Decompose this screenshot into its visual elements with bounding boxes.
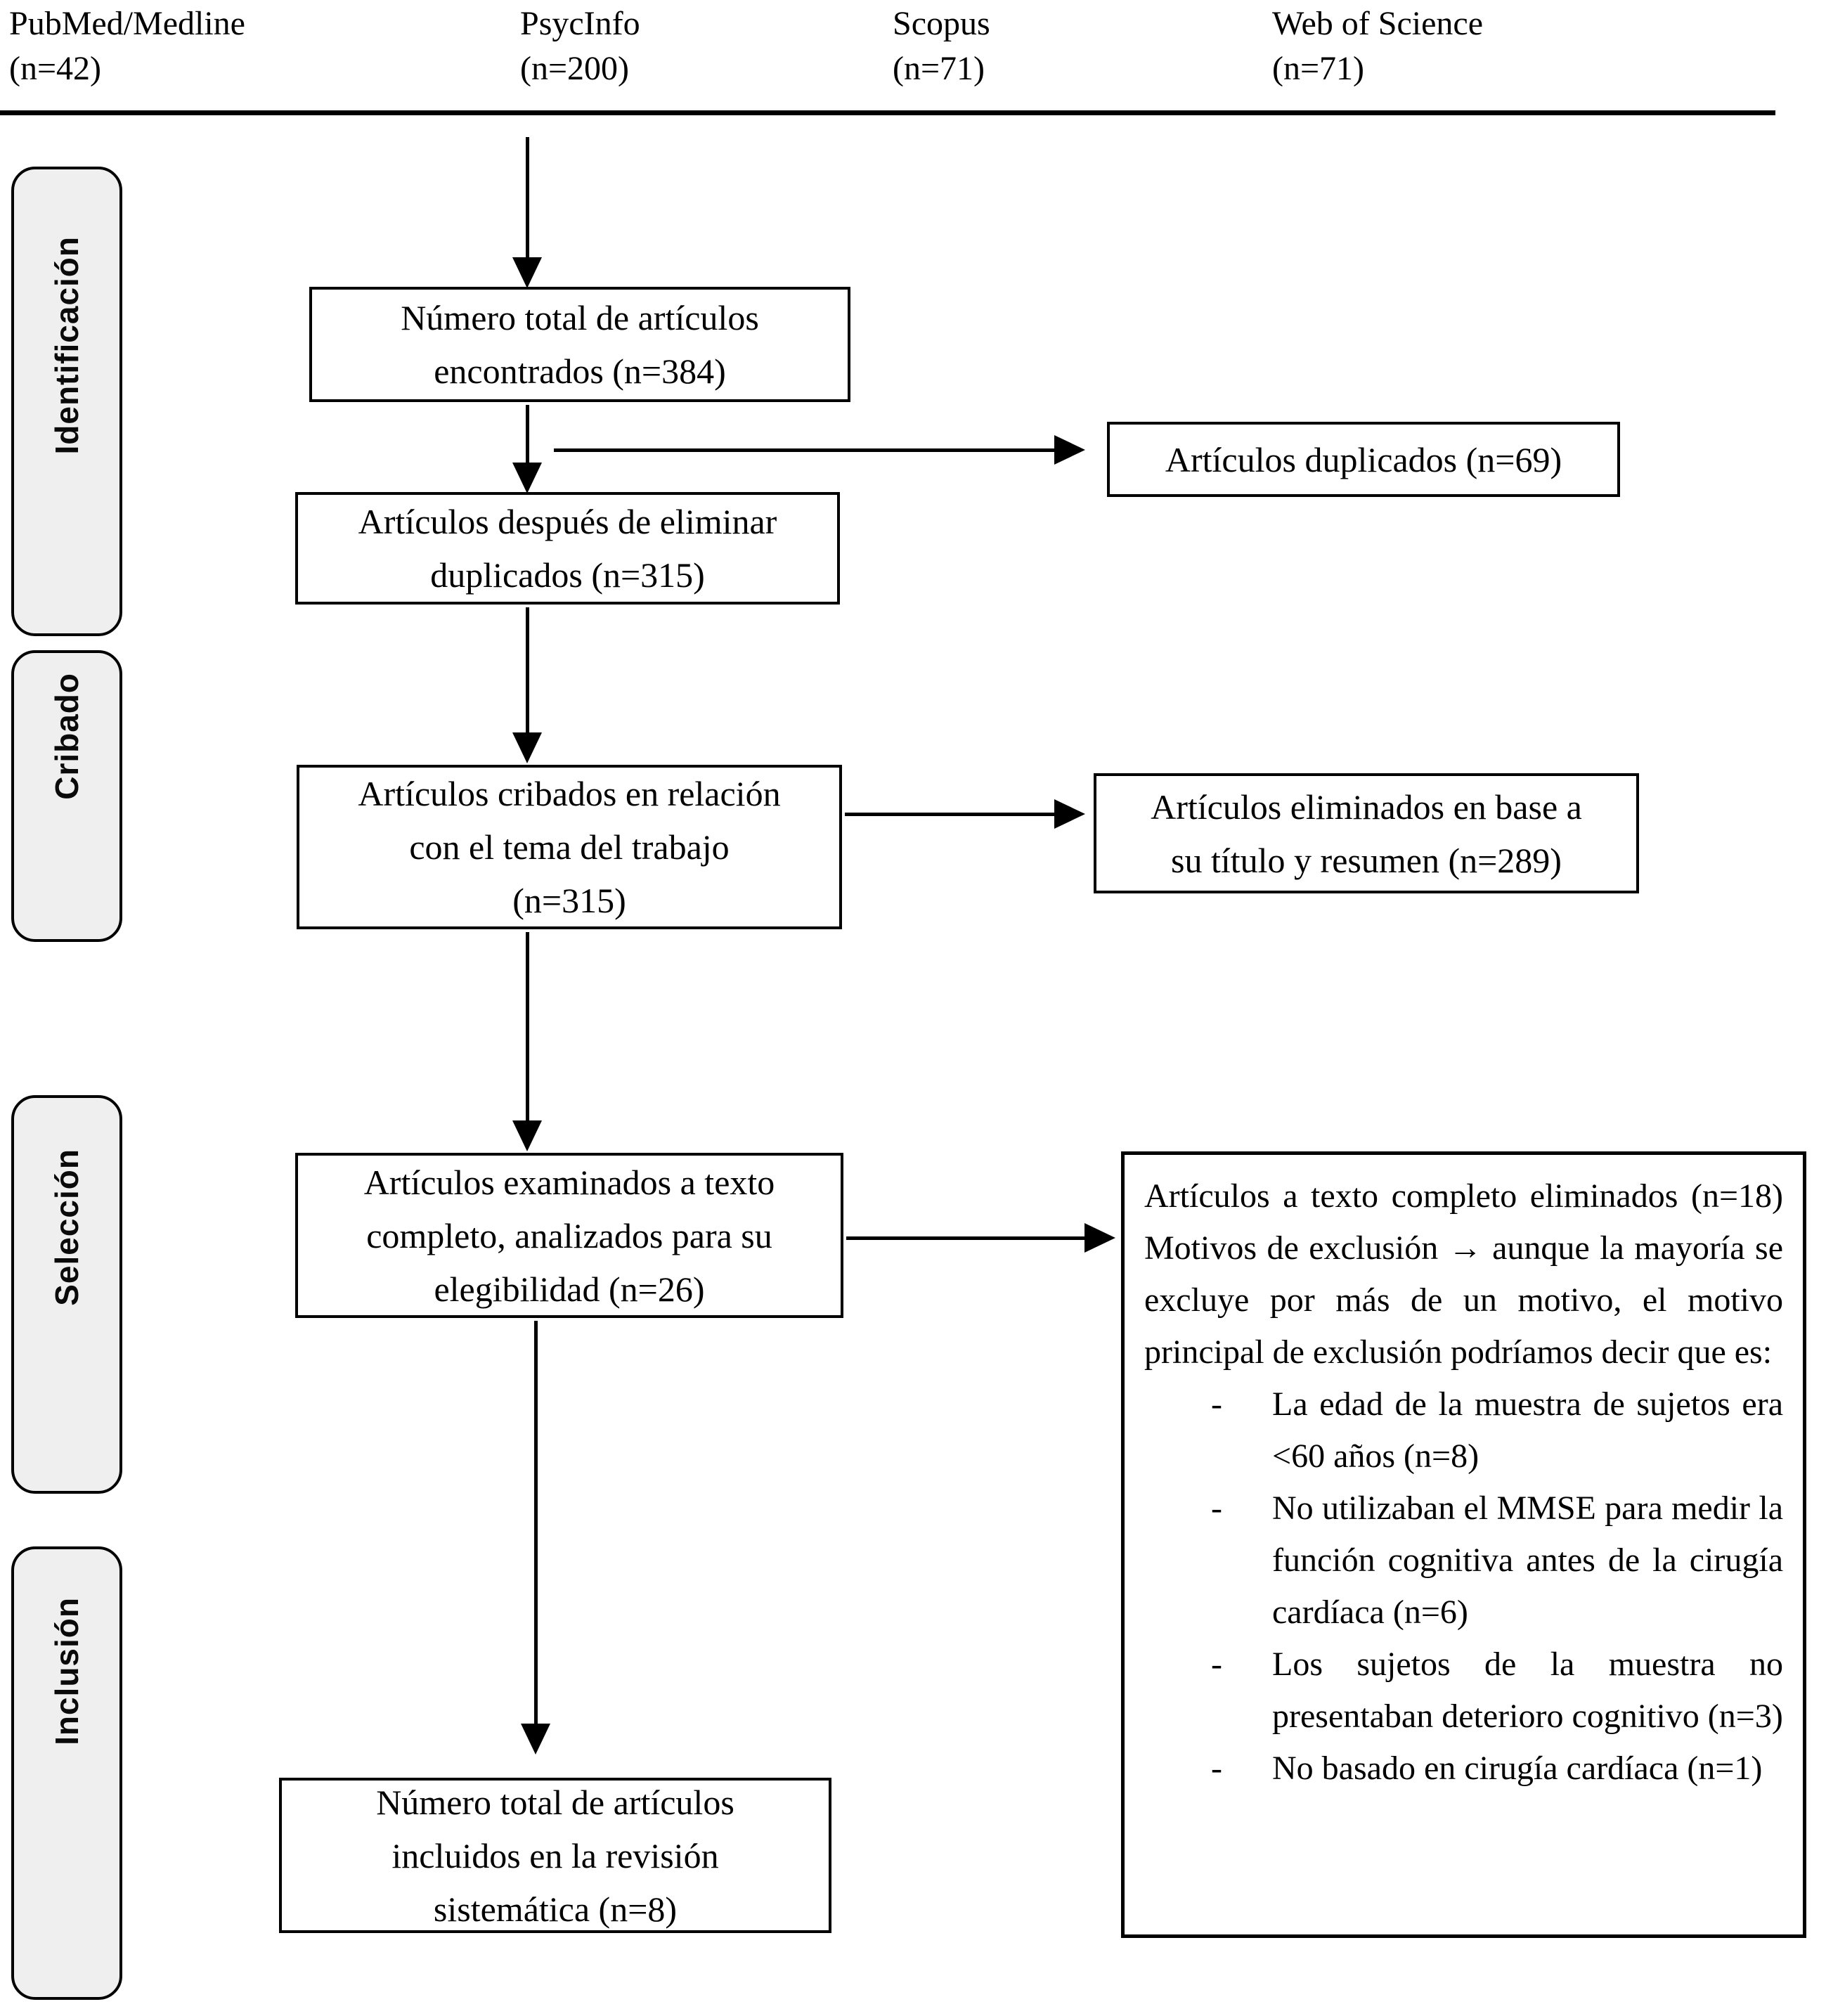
arrow-line [845,813,1054,816]
stage-label: Inclusión [48,1597,85,1745]
box-duplicates: Artículos duplicados (n=69) [1107,422,1620,497]
stage-identification: Identificación [11,167,122,636]
exclusion-reason-text: La edad de la muestra de sujetos era <60… [1272,1385,1783,1475]
source-name: PsycInfo [520,5,640,42]
source-count: (n=200) [520,50,630,87]
arrow-line [526,137,529,257]
exclusion-reason-item: - La edad de la muestra de sujetos era <… [1144,1378,1783,1482]
arrow-line [526,932,529,1120]
arrow-down-icon [512,732,542,763]
source-name: Web of Science [1272,5,1483,42]
source-psycinfo: PsycInfo (n=200) [520,1,640,91]
source-scopus: Scopus (n=71) [893,1,990,91]
stage-screening: Cribado [11,650,122,942]
exclusion-reason-item: - Los sujetos de la muestra no presentab… [1144,1639,1783,1743]
source-count: (n=42) [9,50,102,87]
arrow-line [526,607,529,732]
arrow-down-icon [512,257,542,288]
exclusion-reason-text: No utilizaban el MMSE para medir la func… [1272,1490,1783,1631]
arrow-line [846,1236,1084,1240]
exclusion-reason-item: - No basado en cirugía cardíaca (n=1) [1144,1743,1783,1795]
source-webofscience: Web of Science (n=71) [1272,1,1483,91]
box-fulltext-assessed: Artículos examinados a texto completo, a… [295,1153,843,1318]
box-fulltext-excluded-reasons: Artículos a texto completo eliminados (n… [1121,1151,1806,1938]
stage-label: Selección [48,1149,85,1306]
box-total-found: Número total de artículos encontrados (n… [309,287,850,402]
arrow-line [534,1321,538,1724]
source-count: (n=71) [1272,50,1365,87]
source-name: PubMed/Medline [9,5,245,42]
source-count: (n=71) [893,50,985,87]
box-after-duplicates: Artículos después de eliminar duplicados… [295,492,840,605]
box-excluded-title-abstract: Artículos eliminados en base a su título… [1094,773,1639,893]
stage-inclusion: Inclusión [11,1546,122,2000]
box-included: Número total de artículos incluidos en l… [279,1778,831,1933]
box-screened: Artículos cribados en relación con el te… [297,765,842,929]
arrow-down-icon [512,463,542,493]
header-divider [0,110,1775,115]
bullet-dash: - [1211,1750,1222,1787]
exclusion-reason-text: Los sujetos de la muestra no presentaban… [1272,1646,1783,1735]
arrow-down-icon [521,1724,550,1755]
stage-label: Identificación [48,236,85,455]
bullet-dash: - [1211,1490,1222,1527]
arrow-line [554,448,1054,452]
bullet-dash: - [1211,1385,1222,1423]
stage-selection: Selección [11,1095,122,1494]
exclusion-reason-item: - No utilizaban el MMSE para medir la fu… [1144,1482,1783,1639]
arrow-right-icon [1054,799,1085,829]
arrow-line [526,405,529,463]
bullet-dash: - [1211,1646,1222,1683]
arrow-right-icon [1054,435,1085,465]
exclusion-intro: Artículos a texto completo eliminados (n… [1144,1177,1783,1371]
source-name: Scopus [893,5,990,42]
stage-label: Cribado [48,673,85,800]
source-pubmed: PubMed/Medline (n=42) [9,1,245,91]
arrow-down-icon [512,1120,542,1151]
exclusion-reason-text: No basado en cirugía cardíaca (n=1) [1272,1750,1763,1787]
arrow-right-icon [1084,1223,1115,1253]
